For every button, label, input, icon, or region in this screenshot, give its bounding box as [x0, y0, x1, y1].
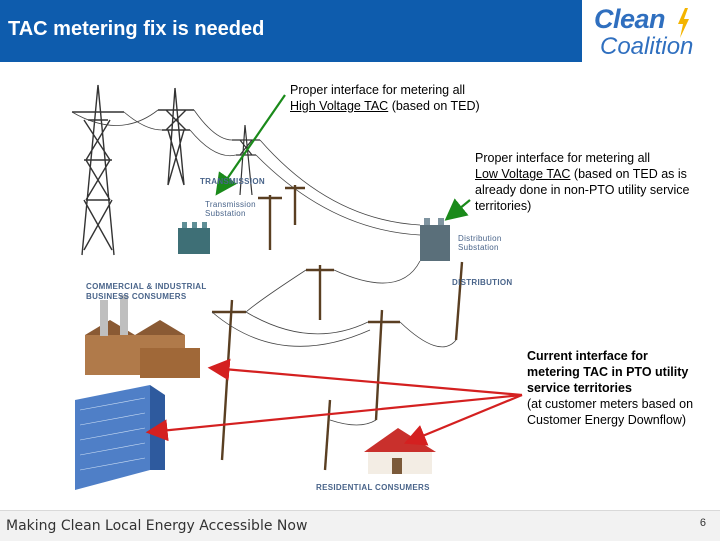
- distribution-substation: [420, 218, 450, 261]
- note-current-interface: Current interface for metering TAC in PT…: [527, 348, 717, 428]
- office-building: [75, 385, 165, 490]
- label-transmission: TRANSMISSION: [200, 177, 265, 186]
- title-bar: TAC metering fix is needed: [0, 0, 582, 62]
- note-lv-line1: Proper interface for metering all: [475, 151, 651, 165]
- label-commercial-2: BUSINESS CONSUMERS: [86, 292, 187, 301]
- note-lv-underlined: Low Voltage TAC: [475, 167, 571, 181]
- current-arrow-3: [403, 393, 523, 446]
- note-current-rest: (at customer meters based on Customer En…: [527, 397, 694, 427]
- note-current-bold-2: metering TAC in PTO utility: [527, 365, 689, 379]
- label-distribution-substation-1: Distribution: [458, 234, 502, 243]
- page-number: 6: [699, 517, 706, 529]
- label-residential: RESIDENTIAL CONSUMERS: [316, 483, 430, 492]
- transmission-tower-2: [158, 87, 194, 186]
- clean-coalition-logo: Clean Coalition: [588, 4, 716, 62]
- label-commercial-1: COMMERCIAL & INDUSTRIAL: [86, 282, 207, 291]
- lv-arrow: [444, 198, 471, 221]
- transmission-lines: [71, 109, 421, 236]
- transmission-substation: [178, 222, 210, 254]
- footer-bar: Making Clean Local Energy Accessible Now…: [0, 510, 720, 541]
- power-grid-diagram: [71, 84, 523, 490]
- note-hv-underlined: High Voltage TAC: [290, 99, 389, 113]
- logo-line-1: Clean: [594, 4, 666, 34]
- hv-arrow: [215, 94, 286, 196]
- note-high-voltage: Proper interface for metering all High V…: [290, 82, 530, 114]
- logo-line-2: Coalition: [600, 33, 694, 60]
- label-transmission-substation-2: Substation: [205, 209, 246, 218]
- distribution-lines: [211, 260, 457, 426]
- label-distribution-substation-2: Substation: [458, 243, 499, 252]
- label-distribution: DISTRIBUTION: [452, 278, 513, 287]
- factory-building: [85, 295, 200, 378]
- slide-title: TAC metering fix is needed: [8, 18, 265, 40]
- residential-house: [364, 428, 436, 474]
- note-current-bold-1: Current interface for: [527, 349, 648, 363]
- distribution-poles: [212, 185, 464, 471]
- note-hv-line1: Proper interface for metering all: [290, 83, 466, 97]
- transmission-tower-1: [72, 84, 124, 256]
- lightning-bolt-icon: [678, 8, 689, 38]
- note-lv-rest: (based on TED as is already done in non-…: [475, 167, 690, 213]
- footer-tagline: Making Clean Local Energy Accessible Now: [6, 518, 308, 534]
- note-current-bold-3: service territories: [527, 381, 632, 395]
- label-transmission-substation-1: Transmission: [205, 200, 256, 209]
- note-low-voltage: Proper interface for metering all Low Vo…: [475, 150, 715, 214]
- transmission-tower-3: [232, 124, 260, 196]
- current-arrow-1: [207, 358, 523, 397]
- current-arrow-2: [145, 393, 523, 442]
- note-hv-rest: (based on TED): [388, 99, 480, 113]
